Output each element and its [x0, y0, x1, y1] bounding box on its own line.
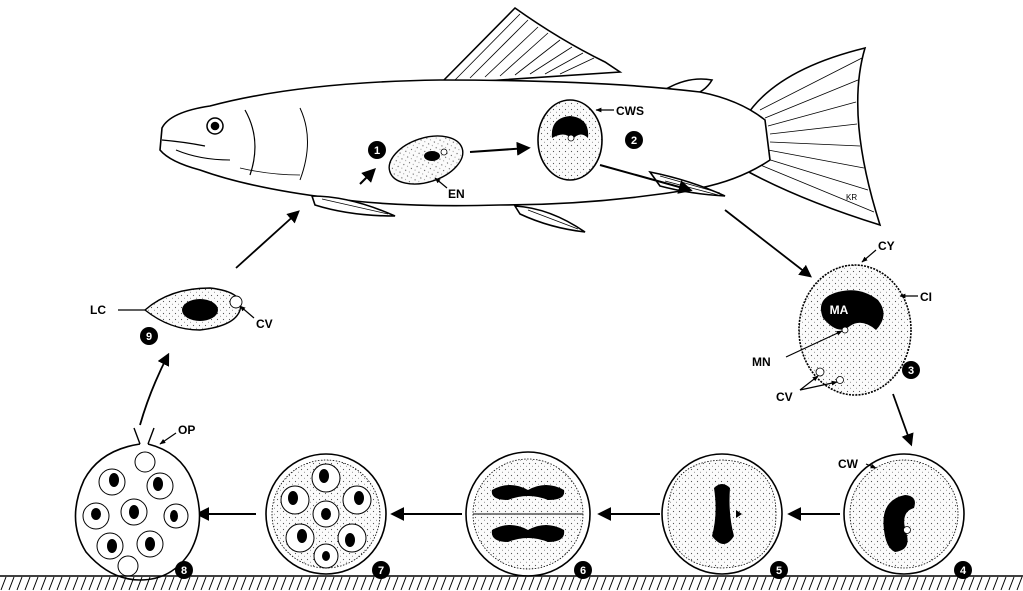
svg-text:CI: CI	[920, 290, 932, 304]
svg-text:CV: CV	[256, 317, 273, 331]
svg-text:6: 6	[580, 565, 586, 577]
svg-text:CY: CY	[878, 239, 895, 253]
pelvic-fin	[515, 206, 585, 232]
arrow-8-to-9	[140, 355, 168, 425]
dorsal-fin	[440, 8, 620, 84]
stage-2-mature-trophont	[538, 100, 602, 180]
arrow-to-3	[725, 210, 810, 276]
svg-text:OP: OP	[178, 423, 195, 437]
artist-signature: KR	[846, 193, 857, 202]
arrow-9-to-1	[236, 212, 298, 268]
fish-host: KR	[160, 8, 880, 232]
svg-text:CW: CW	[838, 457, 859, 471]
svg-text:MA: MA	[830, 303, 849, 317]
stage-4-cyst	[844, 454, 964, 574]
svg-text:1: 1	[374, 145, 380, 157]
svg-text:LC: LC	[90, 303, 106, 317]
svg-text:3: 3	[908, 365, 914, 377]
cv-label-theront: CV	[240, 306, 273, 331]
stage-3-tomont: MA	[799, 265, 911, 395]
svg-text:4: 4	[960, 565, 967, 577]
svg-text:MN: MN	[752, 355, 771, 369]
svg-text:EN: EN	[448, 187, 465, 201]
stage-7-tomites	[266, 454, 386, 574]
stage-3-marker: 3	[902, 361, 920, 379]
stage-9-marker: 9	[140, 327, 158, 345]
cy-label: CY	[862, 239, 895, 262]
stage-6-division	[466, 452, 590, 576]
op-label: OP	[160, 423, 195, 444]
svg-text:CWS: CWS	[616, 104, 644, 118]
stage-2-marker: 2	[625, 131, 643, 149]
svg-text:7: 7	[378, 565, 384, 577]
svg-text:8: 8	[181, 565, 187, 577]
arrow-3-to-4	[893, 394, 911, 444]
lc-label: LC	[90, 303, 106, 317]
svg-text:5: 5	[776, 565, 782, 577]
stage-9-theront	[118, 288, 242, 330]
svg-text:9: 9	[146, 331, 152, 343]
svg-text:CV: CV	[776, 390, 793, 404]
svg-text:2: 2	[631, 135, 637, 147]
stage-8-rupturing-cyst	[75, 428, 199, 580]
stage-5-division	[662, 454, 782, 574]
stage-1-marker: 1	[368, 141, 386, 159]
